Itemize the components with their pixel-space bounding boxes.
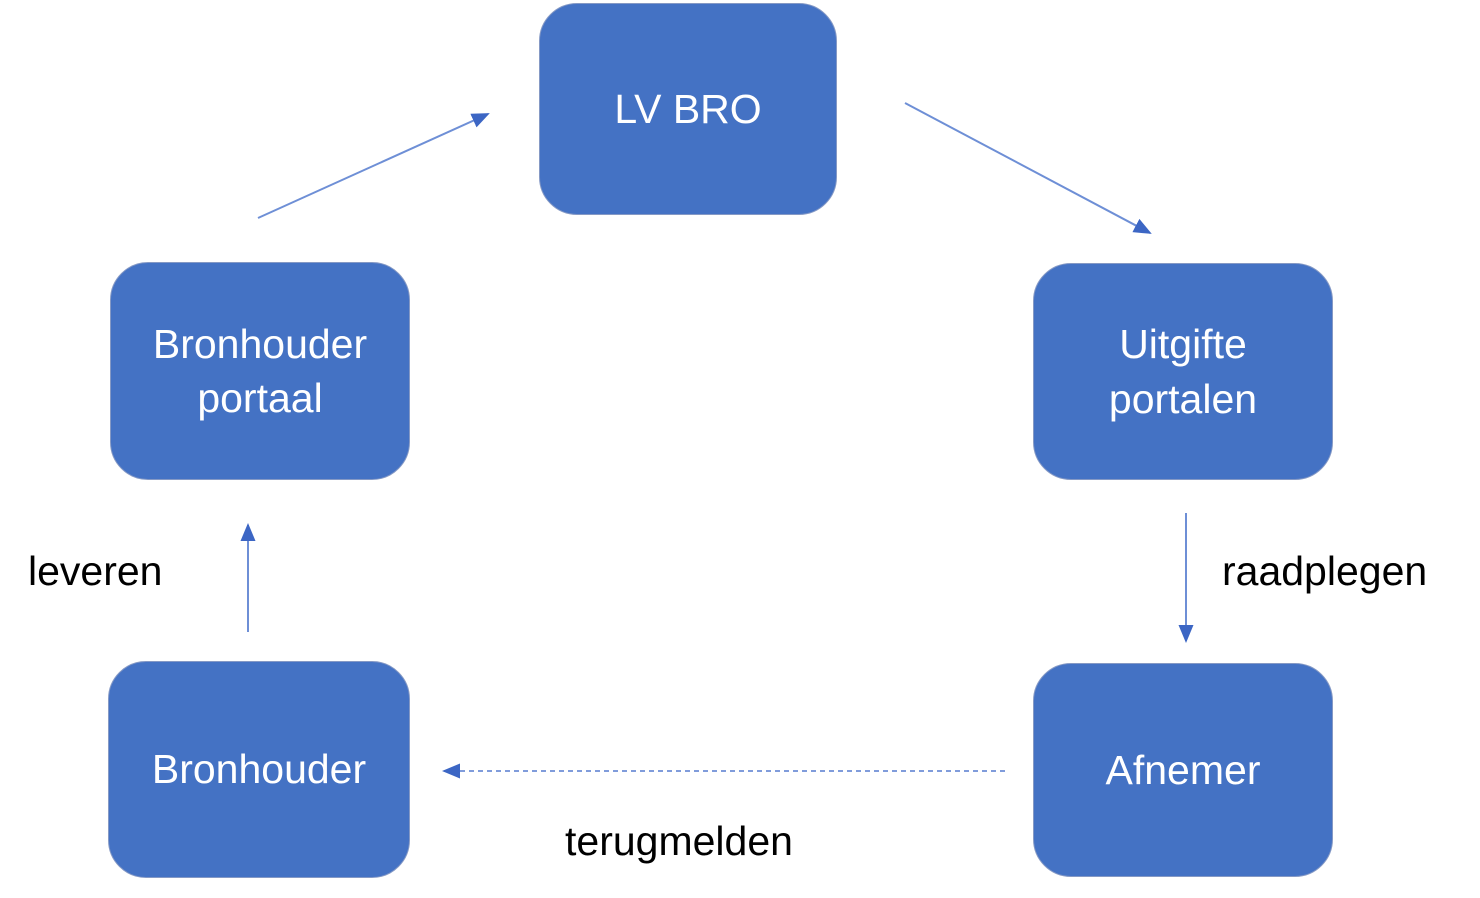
edge-label-leveren: leveren — [28, 548, 163, 594]
node-uitgifte-portalen: Uitgifte portalen — [1033, 263, 1333, 480]
node-lv-bro: LV BRO — [539, 3, 837, 215]
node-bronhouder-label: Bronhouder — [151, 746, 367, 793]
node-uitgifte-portalen-label: Uitgifte portalen — [1108, 321, 1258, 422]
node-afnemer-label: Afnemer — [1105, 746, 1261, 793]
node-bronhouder-portaal-label: Bronhouder portaal — [152, 320, 368, 421]
edge-label-terugmelden: terugmelden — [565, 818, 793, 864]
node-bronhouder-portaal: Bronhouder portaal — [110, 262, 410, 480]
edge-label-raadplegen: raadplegen — [1222, 548, 1428, 594]
node-bronhouder: Bronhouder — [108, 661, 410, 878]
arrow-lv-bro-to-uitgifte-portalen — [904, 102, 1152, 234]
node-afnemer: Afnemer — [1033, 663, 1333, 877]
arrow-bronhouder-portaal-to-lv-bro — [257, 113, 490, 219]
node-lv-bro-label: LV BRO — [614, 85, 762, 132]
